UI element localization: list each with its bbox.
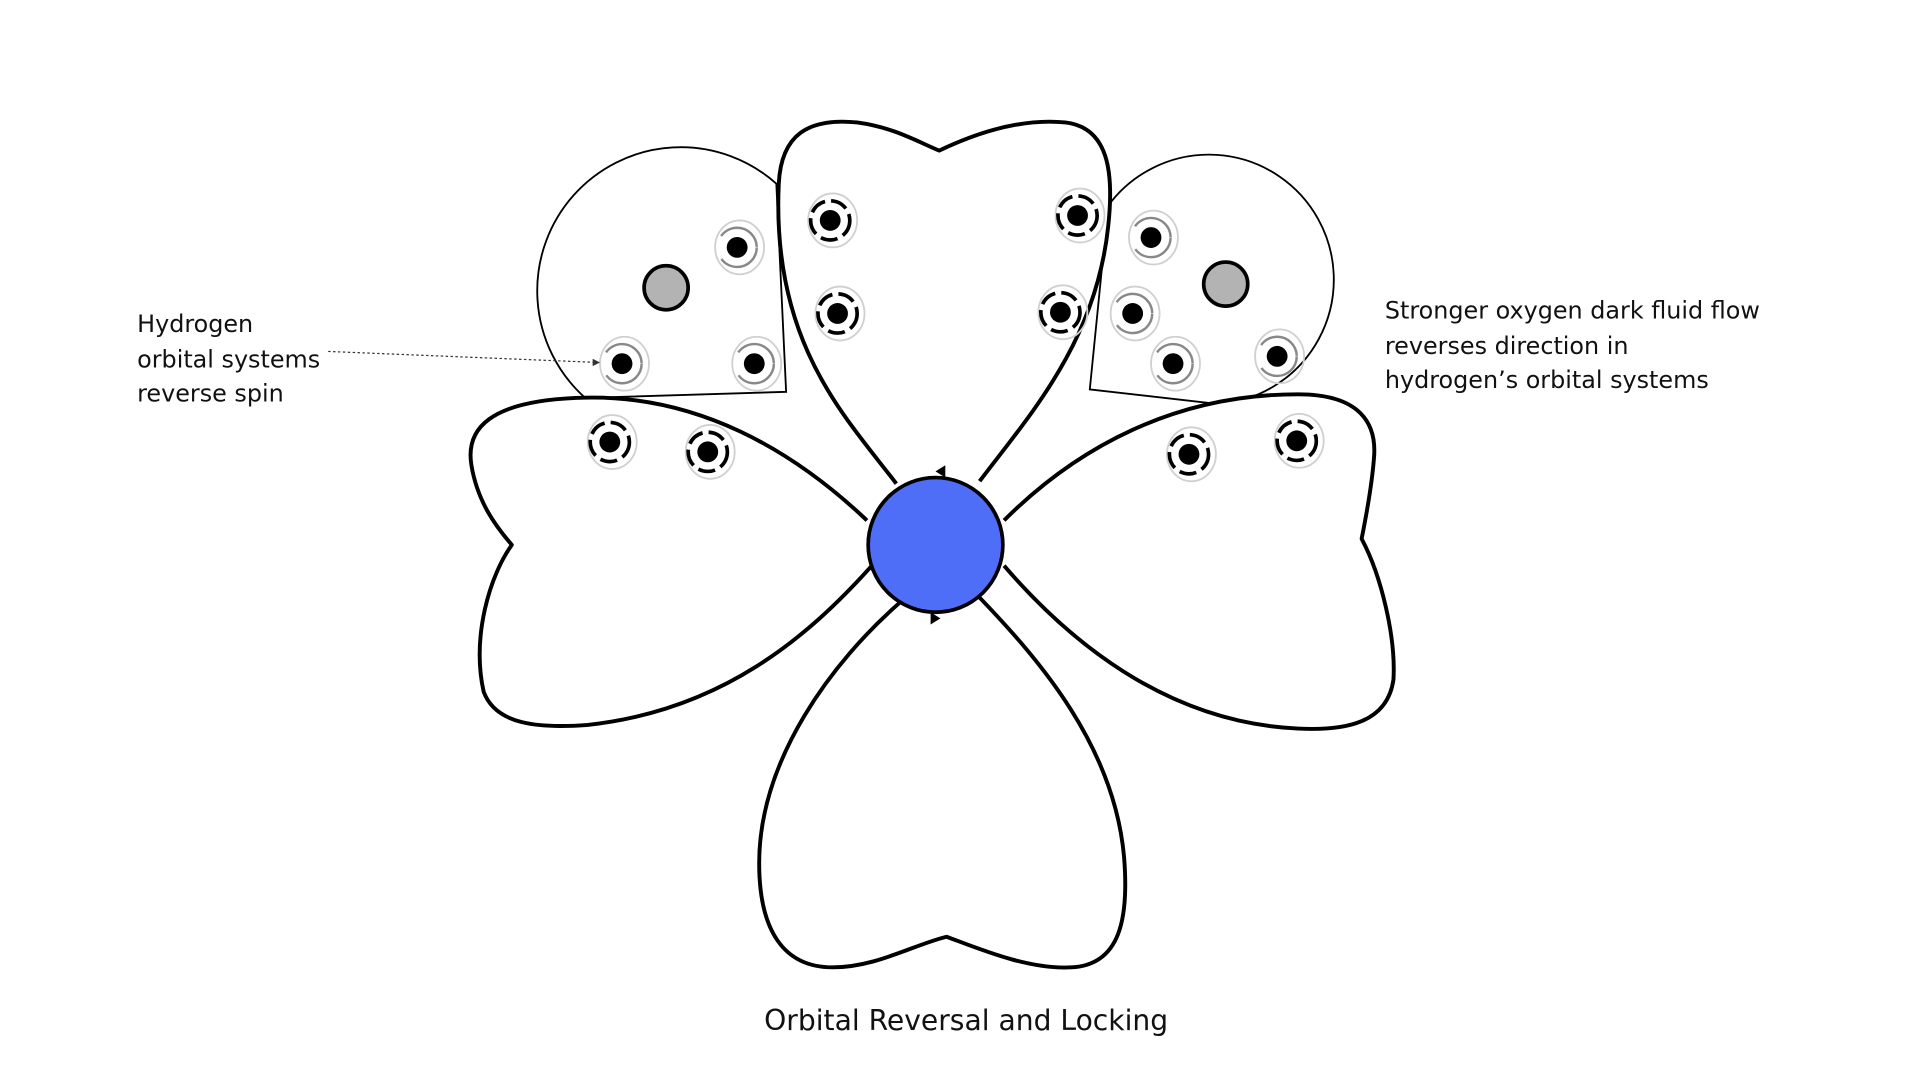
hydrogen-dot bbox=[1122, 303, 1144, 324]
right-petal bbox=[1002, 392, 1396, 731]
hydrogen-orbital-system bbox=[807, 192, 859, 249]
hydrogen-dot bbox=[1067, 205, 1088, 226]
left-label-line-3: reverse spin bbox=[137, 380, 284, 408]
hydrogen-dot bbox=[1178, 443, 1200, 465]
orbit-loop bbox=[1166, 426, 1217, 483]
orbit-loop bbox=[599, 335, 650, 392]
hydrogen-dot bbox=[1050, 301, 1071, 323]
spin-ring-icon bbox=[588, 420, 632, 464]
orbit-loop bbox=[714, 219, 765, 276]
orbit-loop bbox=[731, 335, 783, 392]
orbit-loop bbox=[1254, 328, 1305, 385]
hydrogen-orbital-system bbox=[599, 335, 650, 392]
spin-ring-icon bbox=[1275, 419, 1319, 463]
spin-ring-icon bbox=[816, 292, 859, 335]
bottom-petal bbox=[757, 596, 1128, 970]
orbit-loop bbox=[1128, 209, 1179, 266]
orbit-loop bbox=[1037, 284, 1089, 341]
hydrogen-orbital-system bbox=[731, 335, 783, 392]
left-label-line-1: Hydrogen bbox=[137, 310, 253, 338]
hydrogen-dot bbox=[726, 236, 748, 258]
spin-ring-icon bbox=[1152, 342, 1194, 385]
spin-ring-icon bbox=[1111, 292, 1154, 335]
hydrogen-dot bbox=[599, 431, 621, 453]
hydrogen-dot bbox=[1266, 345, 1288, 367]
hydrogen-orbital-system bbox=[1254, 328, 1305, 385]
top-petal bbox=[776, 119, 1113, 485]
hydrogen-orbital-system bbox=[586, 414, 638, 470]
hydrogen-dot bbox=[611, 353, 633, 375]
hydrogen-orbital-system bbox=[1054, 187, 1106, 244]
hydrogen-orbital-system bbox=[1273, 412, 1325, 469]
left-oxygen-nucleus bbox=[642, 263, 690, 312]
spin-ring-icon bbox=[686, 430, 730, 474]
spin-ring-icon bbox=[601, 342, 643, 385]
orbit-loop bbox=[807, 192, 859, 249]
orbit-loop bbox=[1054, 187, 1106, 244]
diagram-caption: Orbital Reversal and Locking bbox=[764, 1004, 1168, 1037]
right-label-line-2: reverses direction in bbox=[1385, 332, 1629, 360]
right-oxygen-nucleus bbox=[1201, 260, 1250, 308]
orbit-loop bbox=[1273, 412, 1325, 469]
spin-ring-icon bbox=[716, 226, 758, 269]
left-label-line-2: orbital systems bbox=[137, 345, 320, 373]
spin-ring-icon bbox=[1038, 290, 1082, 334]
hydrogen-dot bbox=[1140, 227, 1162, 248]
spin-ring-icon bbox=[1167, 432, 1211, 476]
orbit-loop bbox=[1109, 285, 1161, 342]
hydrogen-orbital-system bbox=[684, 423, 736, 480]
hydrogen-dot bbox=[697, 441, 719, 463]
spin-ring-icon bbox=[1130, 216, 1172, 259]
hydrogen-dot bbox=[743, 353, 765, 375]
spin-ring-icon bbox=[1256, 335, 1298, 378]
hydrogen-dot bbox=[1162, 353, 1184, 375]
hydrogen-orbital-system bbox=[1166, 426, 1217, 483]
central-nucleus bbox=[866, 475, 1005, 615]
hydrogen-orbital-system bbox=[1128, 209, 1179, 266]
right-label-line-3: hydrogen’s orbital systems bbox=[1385, 366, 1709, 394]
hydrogen-orbital-system bbox=[1109, 285, 1161, 342]
orbit-loop bbox=[814, 285, 866, 342]
orbit-loop bbox=[586, 414, 638, 470]
hydrogen-dot bbox=[819, 210, 841, 231]
hydrogen-orbital-system bbox=[814, 285, 866, 342]
hydrogen-orbital-system bbox=[714, 219, 765, 276]
hydrogen-orbital-system bbox=[1037, 284, 1089, 341]
orbit-loop bbox=[684, 423, 736, 480]
leader-line bbox=[328, 350, 598, 364]
right-label-line-1: Stronger oxygen dark fluid flow bbox=[1385, 296, 1760, 324]
spin-ring-icon bbox=[733, 342, 776, 385]
orbit-loop bbox=[1150, 335, 1201, 392]
spin-ring-icon bbox=[808, 198, 852, 242]
left-petal bbox=[468, 395, 874, 728]
hydrogen-orbital-system bbox=[1150, 335, 1201, 392]
hydrogen-dot bbox=[1286, 430, 1308, 452]
leader-arrow-icon bbox=[592, 358, 600, 367]
spin-ring-icon bbox=[1056, 194, 1099, 237]
hydrogen-dot bbox=[827, 303, 848, 324]
